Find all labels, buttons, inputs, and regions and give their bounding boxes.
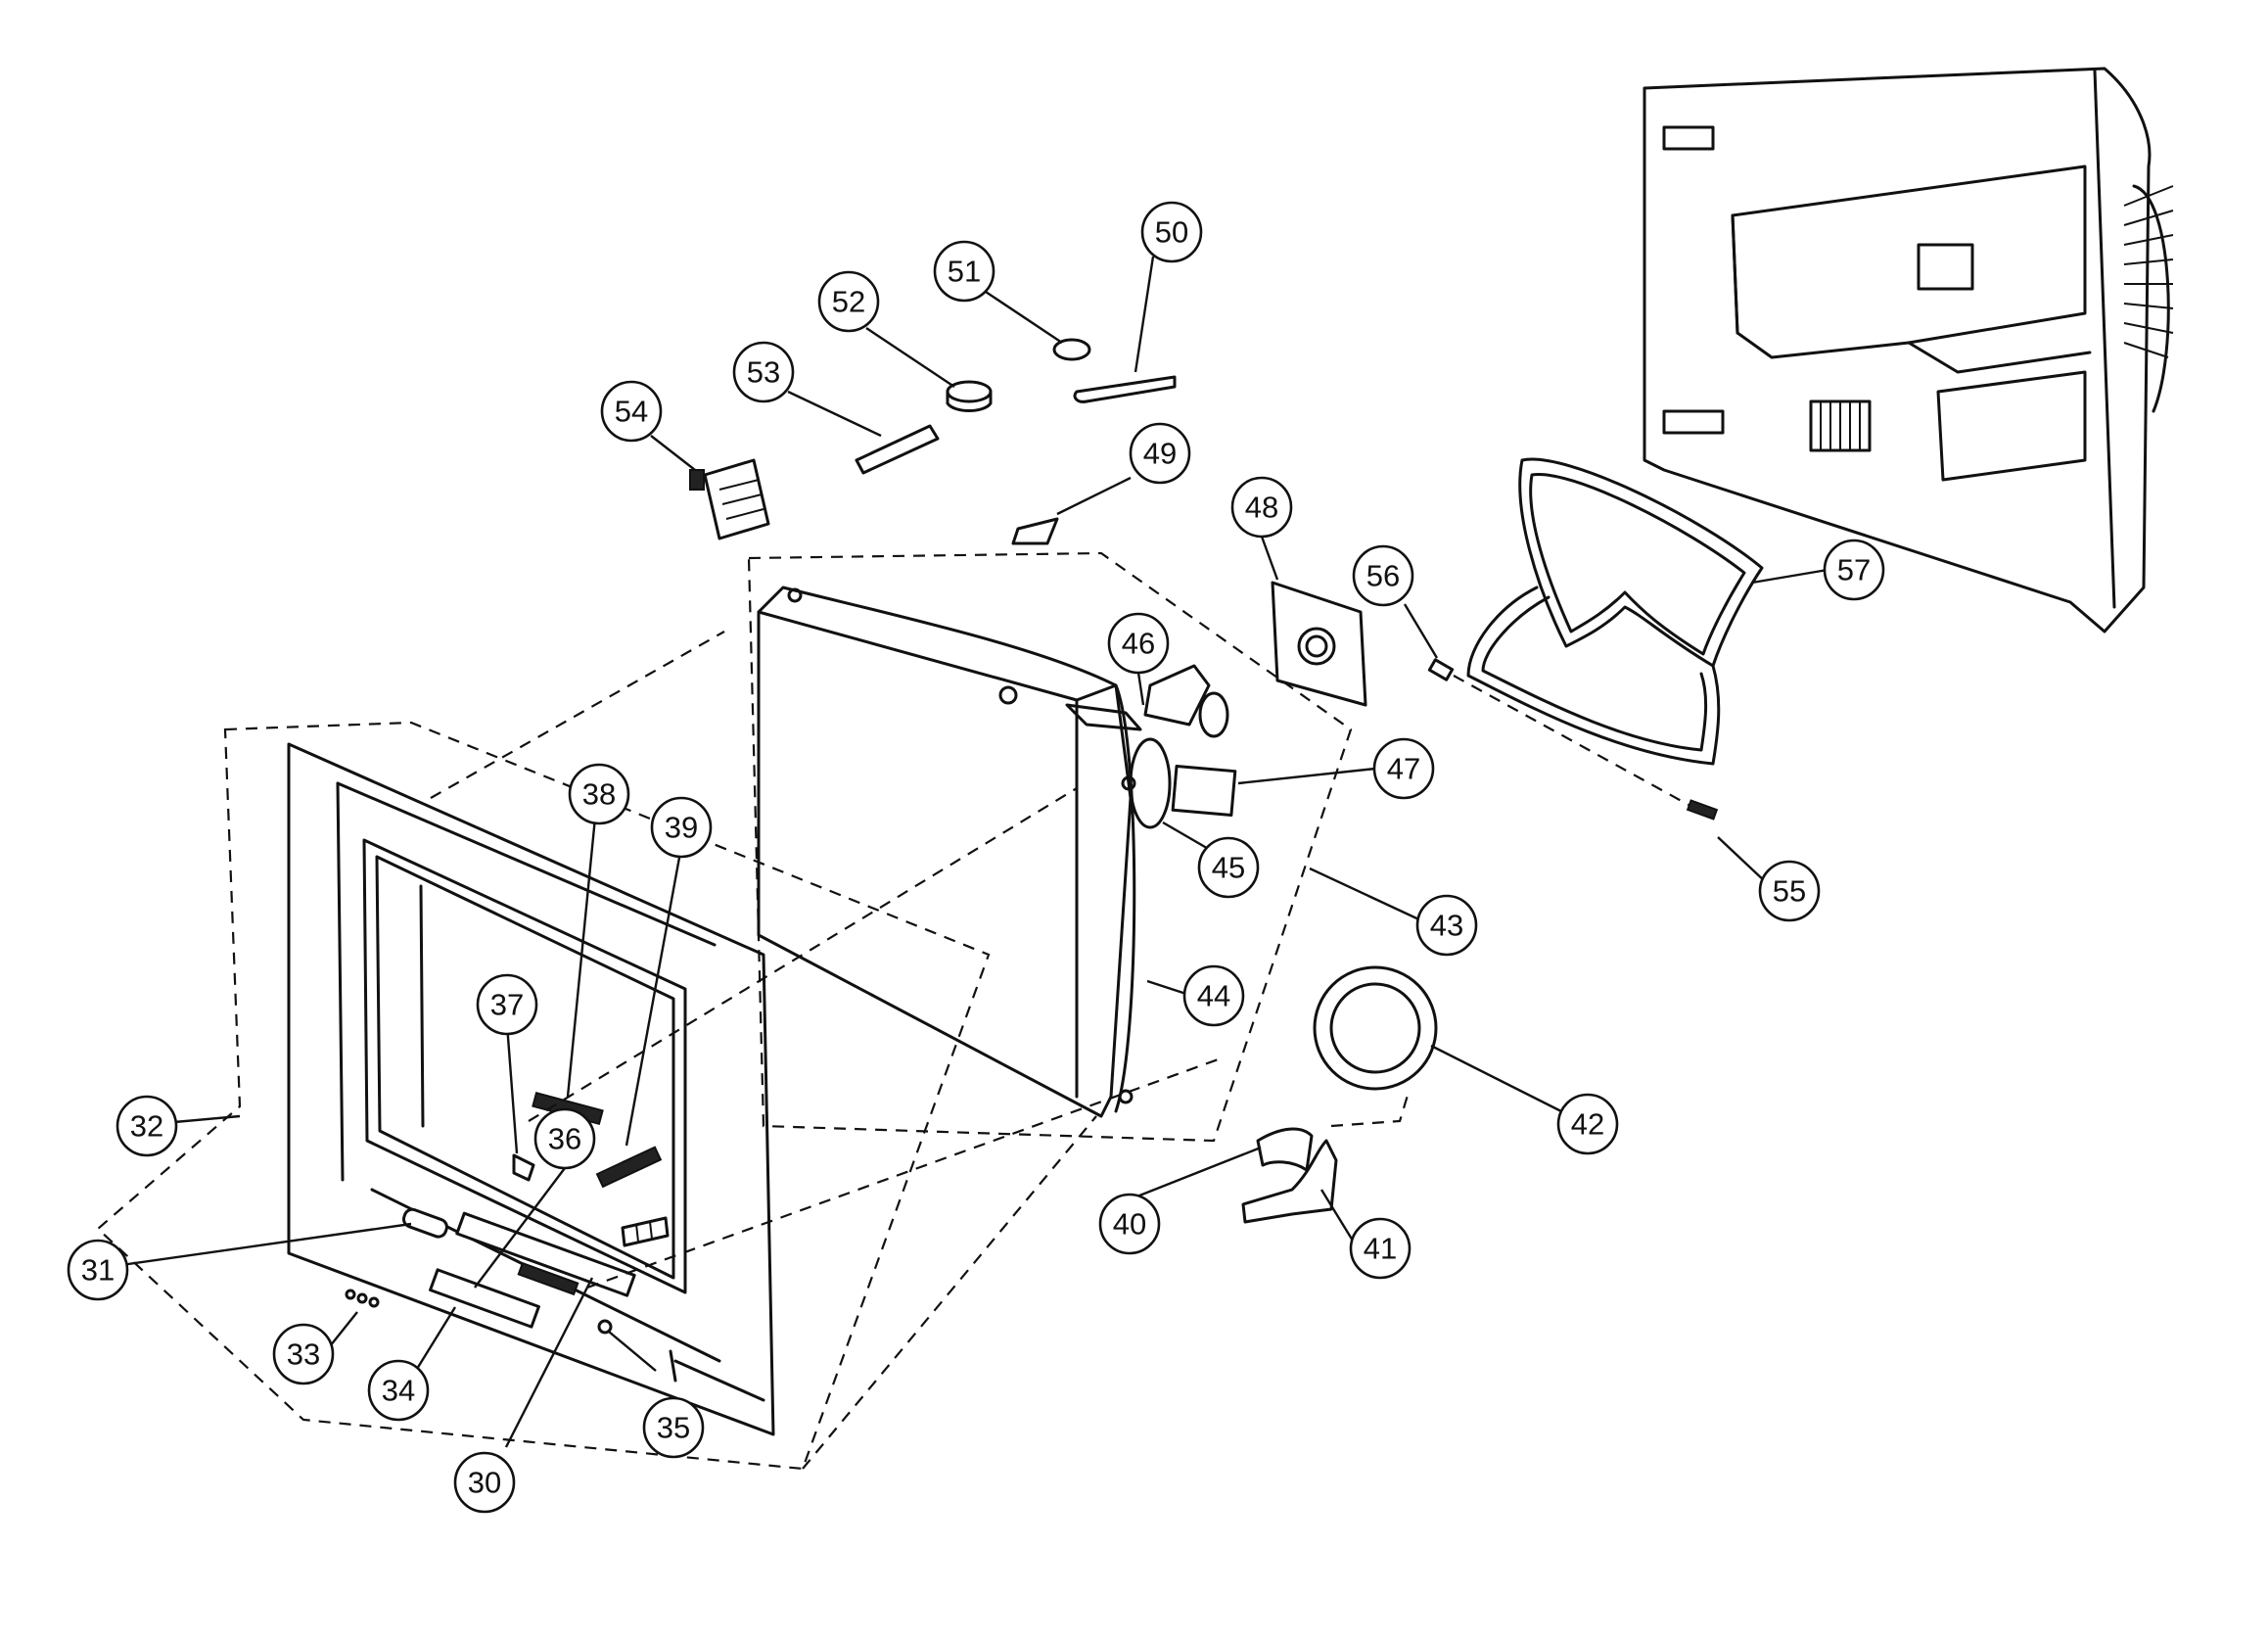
callout-label: 50 xyxy=(1155,215,1188,250)
rear-cabinet xyxy=(1643,67,2174,633)
callout-38: 38 xyxy=(568,763,630,825)
badge-plate-right xyxy=(595,1146,663,1189)
callout-label: 34 xyxy=(382,1374,415,1408)
callout-42: 42 xyxy=(1556,1093,1619,1155)
corner-bracket xyxy=(1011,517,1059,545)
callout-label: 55 xyxy=(1773,874,1806,909)
callout-label: 57 xyxy=(1837,553,1871,587)
callout-label: 44 xyxy=(1197,979,1230,1013)
knob xyxy=(946,380,993,412)
callout-label: 30 xyxy=(468,1466,501,1500)
callout-45: 45 xyxy=(1197,836,1260,899)
back-screw xyxy=(1453,675,1719,821)
callout-label: 33 xyxy=(287,1337,320,1372)
callout-label: 52 xyxy=(832,285,865,319)
callout-label: 49 xyxy=(1143,437,1177,471)
callout-label: 32 xyxy=(130,1109,163,1144)
callout-33: 33 xyxy=(272,1323,335,1385)
callout-label: 46 xyxy=(1122,627,1155,661)
crt-bracket-left xyxy=(1256,1127,1314,1172)
callout-43: 43 xyxy=(1415,894,1478,957)
callout-label: 51 xyxy=(948,255,981,289)
strap xyxy=(855,424,940,475)
led-lens xyxy=(597,1319,613,1335)
callout-46: 46 xyxy=(1107,612,1170,675)
callout-35: 35 xyxy=(642,1396,705,1459)
front-panel-buttons xyxy=(621,1216,670,1247)
callout-31: 31 xyxy=(67,1239,129,1301)
callout-label: 48 xyxy=(1245,491,1278,525)
crt-assembly xyxy=(430,551,1353,1470)
callout-label: 36 xyxy=(548,1122,581,1156)
callout-label: 56 xyxy=(1366,559,1400,593)
callout-41: 41 xyxy=(1349,1217,1412,1280)
callout-label: 35 xyxy=(657,1411,690,1445)
callout-32: 32 xyxy=(116,1095,178,1157)
yoke-clamp xyxy=(1065,703,1142,731)
callout-label: 43 xyxy=(1430,909,1463,943)
callout-53: 53 xyxy=(732,341,795,403)
callout-56: 56 xyxy=(1352,544,1414,607)
callout-label: 37 xyxy=(490,988,524,1022)
callout-51: 51 xyxy=(933,240,995,303)
callout-47: 47 xyxy=(1372,737,1435,800)
control-door xyxy=(429,1268,540,1329)
small-bracket xyxy=(512,1153,535,1182)
callout-40: 40 xyxy=(1098,1193,1161,1255)
power-button xyxy=(402,1207,448,1239)
crt-socket-board xyxy=(1143,664,1237,818)
picture-tube xyxy=(757,586,1136,1118)
control-button-strip xyxy=(455,1211,636,1297)
callout-52: 52 xyxy=(817,270,880,333)
cap xyxy=(1052,338,1091,361)
callout-label: 31 xyxy=(81,1253,115,1288)
callout-55: 55 xyxy=(1758,860,1821,922)
back-cover-gasket xyxy=(1466,457,1764,766)
callout-57: 57 xyxy=(1823,539,1885,601)
callout-44: 44 xyxy=(1182,964,1245,1027)
callout-label: 40 xyxy=(1113,1207,1146,1242)
front-cabinet-assembly xyxy=(96,721,991,1471)
callout-37: 37 xyxy=(476,973,538,1036)
callout-label: 53 xyxy=(747,355,780,390)
callout-label: 41 xyxy=(1364,1232,1397,1266)
callout-label: 45 xyxy=(1212,851,1245,885)
callout-label: 54 xyxy=(615,395,648,429)
callout-48: 48 xyxy=(1230,476,1293,539)
callout-label: 42 xyxy=(1571,1107,1604,1142)
deflection-yoke xyxy=(1129,737,1172,829)
terminal-board xyxy=(689,458,770,540)
callout-34: 34 xyxy=(367,1359,430,1422)
callout-30: 30 xyxy=(453,1451,516,1514)
callout-label: 38 xyxy=(582,777,616,812)
screws xyxy=(345,1289,380,1308)
callout-39: 39 xyxy=(650,796,713,859)
callout-36: 36 xyxy=(533,1107,596,1170)
crt-bracket-right xyxy=(1241,1139,1338,1224)
callout-50: 50 xyxy=(1140,201,1203,263)
rear-panel-plate xyxy=(1271,581,1367,707)
leader-lines xyxy=(120,256,1828,1448)
callout-label: 47 xyxy=(1387,752,1420,786)
clip xyxy=(1073,375,1177,403)
callout-54: 54 xyxy=(600,380,663,443)
degaussing-coil xyxy=(1313,965,1438,1128)
back-screw-small xyxy=(1427,658,1455,681)
callout-label: 39 xyxy=(665,811,698,845)
callout-49: 49 xyxy=(1129,422,1191,485)
